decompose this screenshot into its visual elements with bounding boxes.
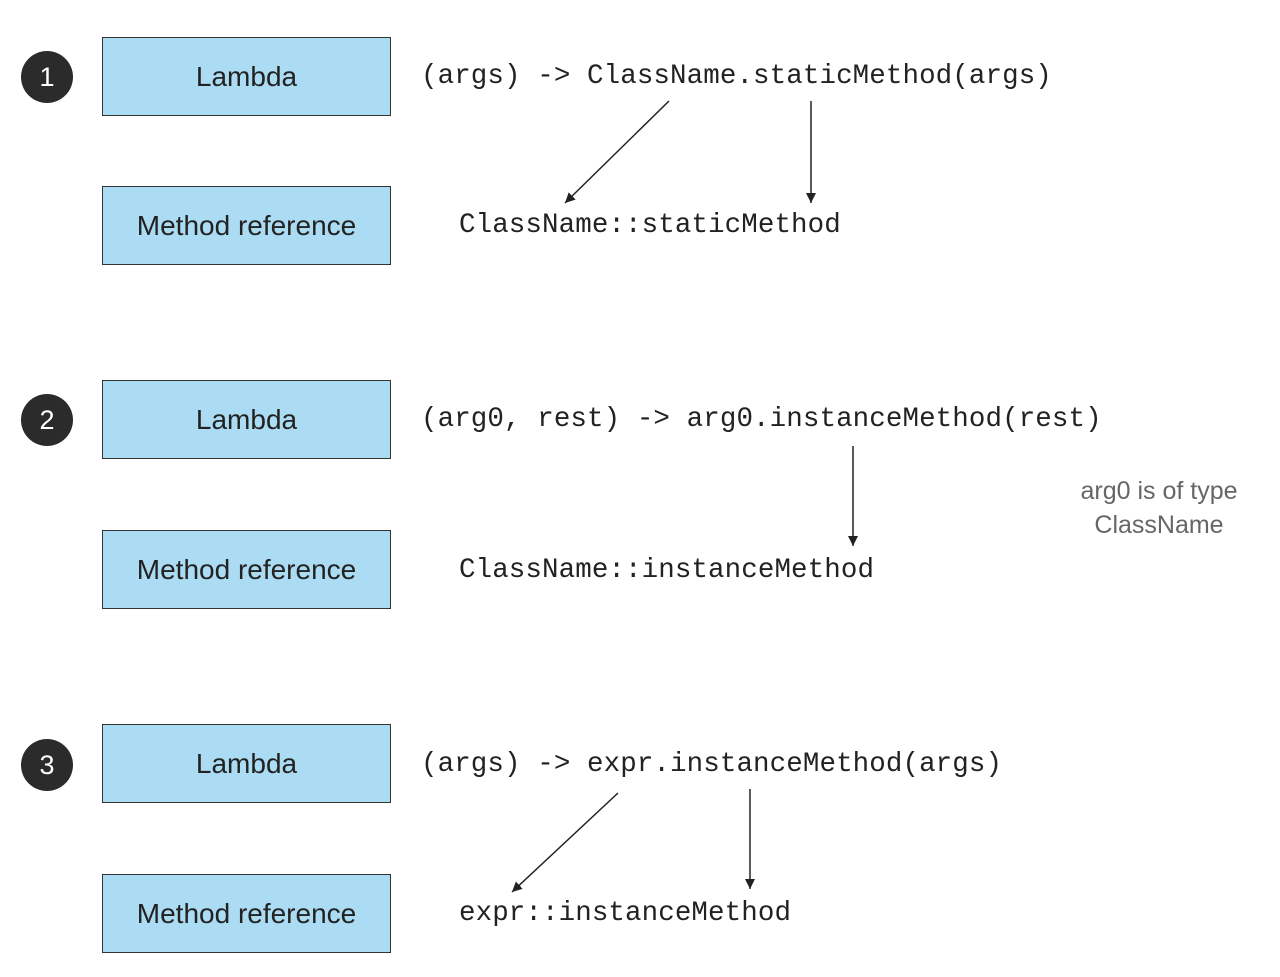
- lambda-code-3: (args) -> expr.instanceMethod(args): [421, 749, 1003, 780]
- lambda-code-2: (arg0, rest) -> arg0.instanceMethod(rest…: [421, 404, 1102, 435]
- method-reference-code-1: ClassName::staticMethod: [459, 210, 841, 241]
- method-reference-box-2: Method reference: [102, 530, 391, 609]
- type-note-line-2: ClassName: [1094, 511, 1224, 539]
- type-note: arg0 is of type ClassName: [1059, 474, 1259, 542]
- method-reference-code-3: expr::instanceMethod: [459, 898, 792, 929]
- arrow-3-expr: [511, 792, 619, 893]
- arrow-1-classname: [564, 100, 670, 204]
- method-reference-box-3: Method reference: [102, 874, 391, 953]
- method-reference-code-2: ClassName::instanceMethod: [459, 555, 875, 586]
- type-note-line-1: arg0 is of type: [1080, 477, 1238, 505]
- step-1-badge: 1: [21, 51, 73, 103]
- lambda-box-2: Lambda: [102, 380, 391, 459]
- lambda-box-1: Lambda: [102, 37, 391, 116]
- step-2-badge: 2: [21, 394, 73, 446]
- method-reference-box-1: Method reference: [102, 186, 391, 265]
- lambda-box-3: Lambda: [102, 724, 391, 803]
- lambda-code-1: (args) -> ClassName.staticMethod(args): [421, 61, 1052, 92]
- step-3-badge: 3: [21, 739, 73, 791]
